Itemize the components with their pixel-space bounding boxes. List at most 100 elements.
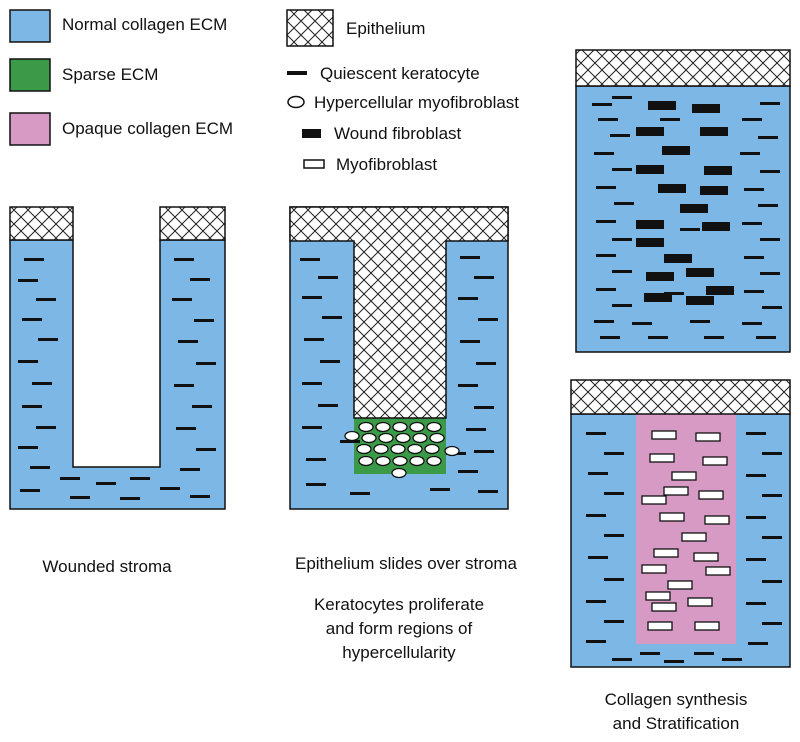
keratocyte — [612, 238, 632, 241]
myofibroblast-cell — [373, 443, 389, 455]
keratocyte — [174, 384, 194, 387]
keratocyte — [760, 272, 780, 275]
keratocyte — [612, 658, 632, 661]
myofibroblast-cell — [424, 443, 440, 455]
keratocyte — [664, 660, 684, 663]
wound-fibroblast — [636, 220, 664, 229]
myofibroblast-cell — [378, 432, 394, 444]
keratocyte — [318, 404, 338, 407]
keratocyte — [30, 466, 50, 469]
myofibroblast-icon — [303, 159, 325, 169]
keratocyte — [746, 432, 766, 435]
keratocyte — [596, 186, 616, 189]
wound-fibroblast — [692, 104, 720, 113]
keratocyte — [612, 96, 632, 99]
epithelium-swatch — [286, 9, 334, 47]
wound-fibroblast — [662, 146, 690, 155]
keratocyte — [742, 322, 762, 325]
keratocyte — [178, 340, 198, 343]
myofibroblast — [641, 495, 667, 505]
opaque-collagen-region — [636, 414, 736, 644]
opaque-ecm-swatch — [9, 112, 51, 146]
keratocyte — [176, 427, 196, 430]
epithelium-left — [9, 206, 74, 241]
keratocyte — [594, 320, 614, 323]
wound-fibroblast — [636, 238, 664, 247]
wound-fibroblast — [702, 222, 730, 231]
keratocyte — [596, 288, 616, 291]
keratocyte — [762, 494, 782, 497]
myofibroblast-cell — [356, 443, 372, 455]
myofibroblast — [704, 515, 730, 525]
keratocyte — [762, 622, 782, 625]
keratocyte — [648, 336, 668, 339]
keratocyte — [660, 118, 680, 121]
panel-wound-fibroblasts — [575, 49, 791, 353]
wound-fibroblast — [686, 268, 714, 277]
myofibroblast — [694, 621, 720, 631]
keratocyte — [174, 258, 194, 261]
keratocyte — [190, 278, 210, 281]
keratocyte — [32, 382, 52, 385]
legend-normal-ecm: Normal collagen ECM — [62, 15, 227, 34]
wound-fibroblast — [646, 272, 674, 281]
myofibroblast — [653, 548, 679, 558]
keratocyte — [758, 136, 778, 139]
captions: Wounded stroma Epithelium slides over st… — [42, 554, 747, 733]
keratocyte — [460, 256, 480, 259]
keratocyte — [694, 652, 714, 655]
legend-opaque-ecm: Opaque collagen ECM — [62, 119, 233, 138]
keratocyte — [18, 360, 38, 363]
keratocyte — [18, 446, 38, 449]
myofibroblast — [695, 432, 721, 442]
wound-fibroblast-icon — [302, 129, 321, 138]
legend-sparse-ecm: Sparse ECM — [62, 65, 158, 84]
keratocyte — [194, 319, 214, 322]
keratocyte — [306, 458, 326, 461]
keratocyte — [598, 118, 618, 121]
myofibroblast-cell — [358, 421, 374, 433]
caption-collagen-line2: and Stratification — [613, 714, 740, 733]
keratocyte — [38, 338, 58, 341]
myofibroblast-cell — [426, 455, 442, 467]
sparse-ecm-swatch — [9, 58, 51, 92]
keratocyte — [746, 602, 766, 605]
keratocyte — [760, 102, 780, 105]
myofibroblast-cell — [391, 467, 407, 479]
keratocyte — [600, 336, 620, 339]
keratocyte — [690, 320, 710, 323]
legend-epithelium: Epithelium — [346, 19, 425, 38]
wound-fibroblast — [704, 166, 732, 175]
keratocyte — [322, 316, 342, 319]
keratocyte — [762, 536, 782, 539]
myofibroblast-cell — [375, 455, 391, 467]
stroma-ecm — [575, 85, 791, 353]
keratocyte — [172, 298, 192, 301]
epithelium-right — [159, 206, 226, 241]
keratocyte — [746, 474, 766, 477]
wound-fibroblasts — [636, 101, 734, 305]
hypercellular-myofibroblast-icon — [287, 95, 305, 109]
myofibroblast — [659, 512, 685, 522]
myofibroblast-cell — [361, 432, 377, 444]
panel-collagen-synthesis — [570, 379, 791, 668]
wound-fibroblast — [644, 293, 672, 302]
keratocyte — [474, 406, 494, 409]
keratocyte — [586, 514, 606, 517]
caption-epithelium-slides: Epithelium slides over stroma — [295, 554, 518, 573]
myofibroblast — [687, 597, 713, 607]
caption-keratocytes-line2: and form regions of — [326, 619, 473, 638]
keratocyte — [612, 304, 632, 307]
wound-fibroblast — [680, 204, 708, 213]
keratocyte — [594, 152, 614, 155]
keratocyte — [756, 336, 776, 339]
keratocyte — [760, 170, 780, 173]
keratocyte — [762, 306, 782, 309]
myofibroblast — [663, 486, 689, 496]
keratocyte — [60, 477, 80, 480]
keratocyte — [722, 658, 742, 661]
myofibroblast — [649, 453, 675, 463]
keratocyte — [458, 297, 478, 300]
keratocyte — [742, 222, 762, 225]
keratocytes — [592, 96, 782, 339]
